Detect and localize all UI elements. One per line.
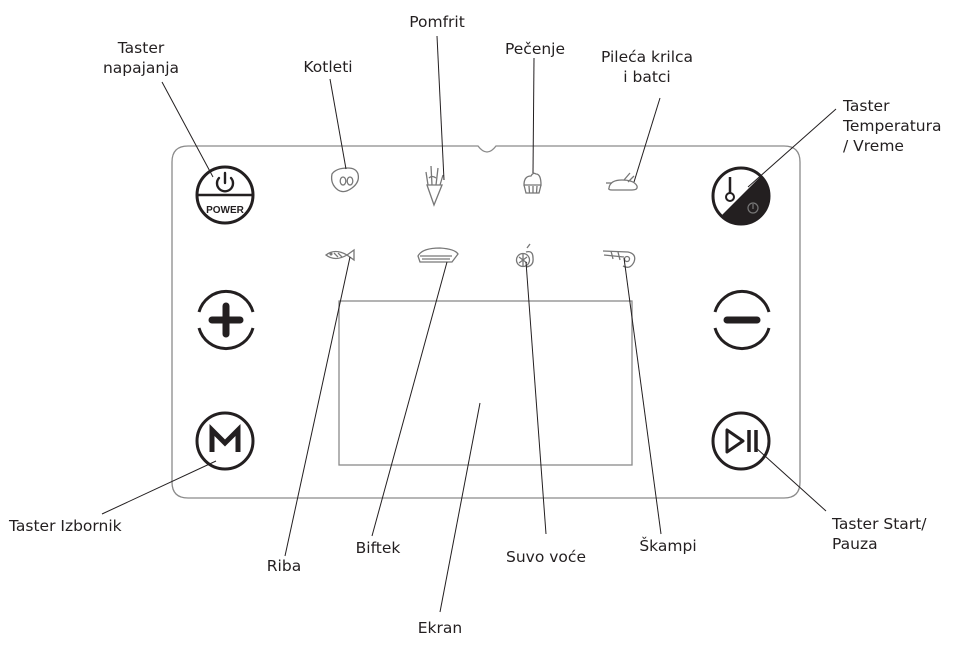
plus-button[interactable] [197,289,255,351]
menu-button[interactable] [195,411,255,471]
fish-icon[interactable] [324,248,355,262]
chicken-leg-icon[interactable] [606,172,638,191]
panel-outline [171,145,801,499]
plus-icon [208,302,244,338]
minus-button[interactable] [713,289,771,351]
leader-suvo [525,261,547,535]
label-pecenje: Pečenje [504,40,566,58]
power-button[interactable]: POWER [195,165,255,225]
leader-pecenje [532,57,535,174]
label-temp-time-button: Taster Temperatura / Vreme [843,97,942,155]
power-text: POWER [206,205,245,216]
label-pilece: Pileća krilca i batci [600,48,694,86]
leader-pomfrit [436,35,445,181]
leader-riba [284,256,351,557]
label-biftek: Biftek [355,539,401,557]
cutlet-icon[interactable] [330,167,360,193]
label-suvo-voce: Suvo voće [506,548,586,566]
power-icon [215,171,235,193]
label-start-pause-button: Taster Start/ Pauza [832,515,927,553]
thermometer-timer-icon [725,177,759,214]
leader-pilece [633,97,661,183]
leader-start [754,446,827,512]
leader-skampi [623,257,662,535]
leader-ekran [439,402,481,613]
start-pause-button[interactable] [711,411,771,471]
label-power-button: Taster napajanja [102,39,180,77]
label-skampi: Škampi [639,537,697,555]
leader-biftek [371,261,448,537]
fries-icon[interactable] [425,165,444,207]
shrimp-icon[interactable] [602,250,636,268]
label-riba: Riba [266,557,302,575]
leader-kotleti [329,78,347,170]
leader-menu [101,460,217,515]
steak-icon[interactable] [417,247,459,263]
menu-m-icon [209,423,241,452]
cupcake-icon[interactable] [523,172,542,194]
leader-temp [747,108,837,188]
temp-time-button[interactable] [711,166,771,226]
label-kotleti: Kotleti [303,58,353,76]
display-screen [338,300,633,466]
dried-fruit-icon[interactable] [515,243,534,268]
label-ekran: Ekran [417,619,463,637]
label-menu-button: Taster Izbornik [9,517,122,535]
leader-power [161,81,214,178]
callout-lines [101,35,837,613]
label-pomfrit: Pomfrit [409,13,465,31]
